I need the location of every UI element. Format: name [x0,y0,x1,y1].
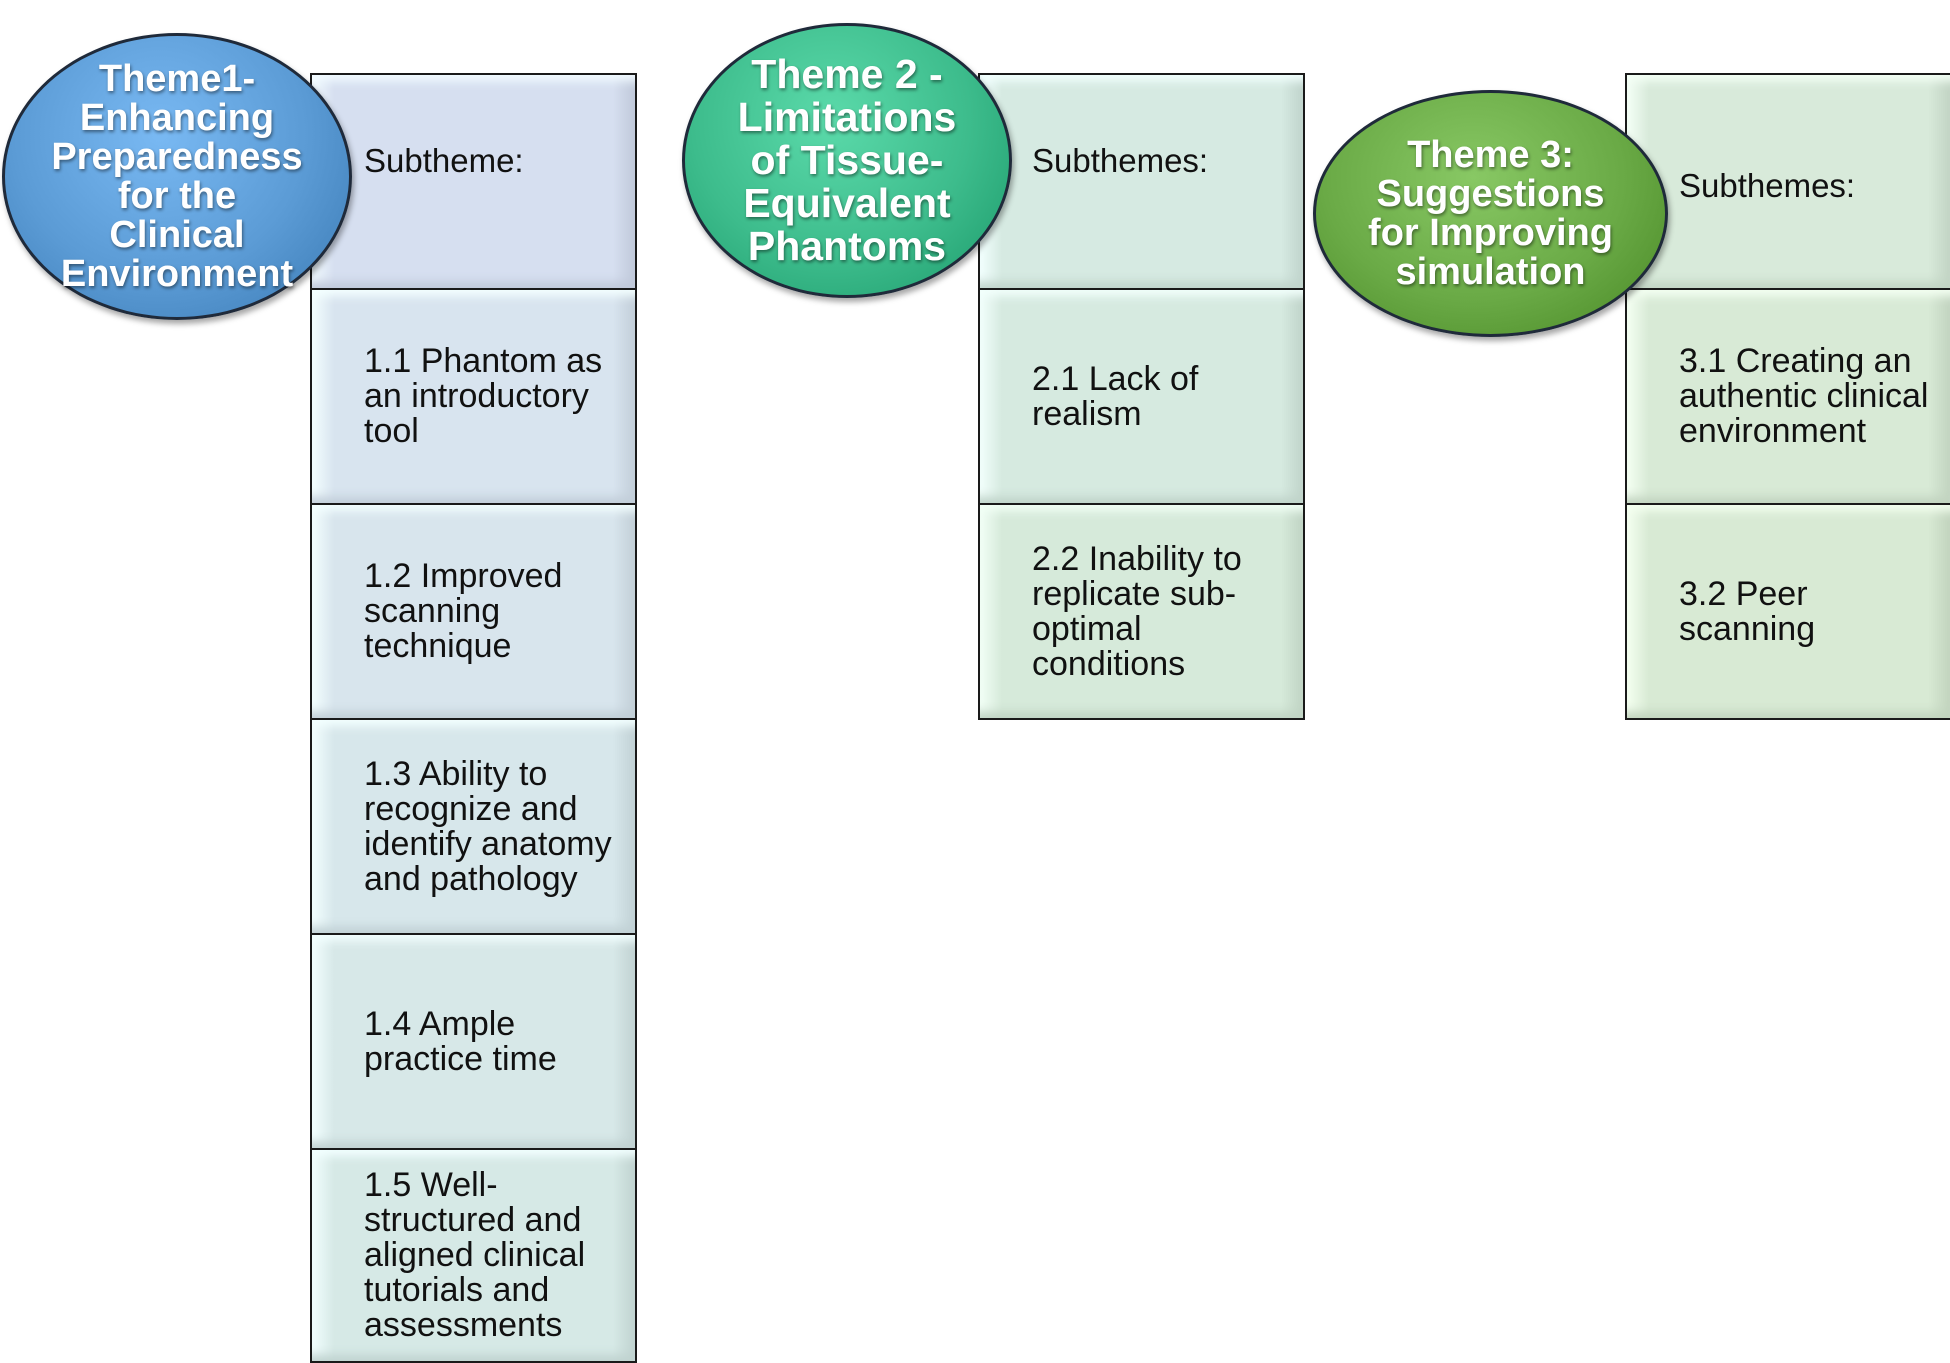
subtheme-3-2-line: 3.2 Peer [1679,574,1808,613]
theme-2-ellipse: Theme 2 - Limitations of Tissue- Equival… [682,23,1012,298]
subtheme-1-3-line: 1.3 Ability to [364,754,548,793]
subtheme-1-5-line: aligned clinical [364,1236,586,1274]
subtheme-2-2-line: 2.2 Inability to [1032,539,1242,578]
theme-1-title-line: Preparedness [51,135,303,178]
subtheme-2-2-line: optimal [1032,609,1142,648]
theme-1-title-line: Theme1- [98,57,256,100]
cell-bevel [312,720,635,933]
subtheme-1-3: 1.3 Ability to recognize and identify an… [310,718,637,935]
cell-bevel [980,75,1303,288]
theme-1-title-line: Enhancing [79,96,275,139]
theme-2-header-cell: Subthemes: [978,73,1305,290]
subtheme-3-1-line: authentic clinical [1679,377,1929,415]
cell-bevel [980,290,1303,503]
theme-2-header: Subthemes: [1032,142,1209,179]
subtheme-1-3-line: identify anatomy [364,824,612,863]
subtheme-1-4: 1.4 Ample practice time [310,933,637,1150]
subtheme-1-5-line: structured and [364,1201,582,1239]
cell-bevel [312,75,635,288]
subtheme-1-2-line: 1.2 Improved [364,557,563,595]
subtheme-1-1-line: tool [364,412,419,450]
theme-2-title-line: of Tissue- [750,137,944,183]
subtheme-3-2: 3.2 Peer scanning [1625,503,1950,720]
theme-1-title-line: Clinical [109,213,245,256]
subtheme-2-1: 2.1 Lack of realism [978,288,1305,505]
subtheme-1-1: 1.1 Phantom as an introductory tool [310,288,637,505]
theme-1-header: Subtheme: [364,142,524,179]
theme-3-title-line: for Improving [1368,211,1613,254]
subtheme-1-2: 1.2 Improved scanning technique [310,503,637,720]
subtheme-1-5-line: assessments [364,1306,563,1344]
theme-3-header: Subthemes: [1679,167,1856,204]
theme-3-header-cell: Subthemes: [1625,73,1950,290]
subtheme-1-2-line: technique [364,627,512,665]
subtheme-1-4-line: practice time [364,1039,557,1078]
theme-2-title-line: Theme 2 - [751,51,943,97]
subtheme-2-1-line: 2.1 Lack of [1032,359,1199,398]
theme-2-title-line: Phantoms [747,223,947,269]
subtheme-2-2-line: conditions [1032,644,1186,683]
theme-1-title-line: Environment [60,252,294,295]
subtheme-1-5-line: tutorials and [364,1271,550,1309]
cell-bevel [312,290,635,503]
subtheme-1-3-line: and pathology [364,859,578,898]
subtheme-3-1: 3.1 Creating an authentic clinical envir… [1625,288,1950,505]
theme-2-title-line: Limitations [737,94,957,140]
subtheme-1-5: 1.5 Well- structured and aligned clinica… [310,1148,637,1363]
subtheme-3-1-line: environment [1679,412,1867,450]
cell-bevel [1627,290,1950,503]
cell-bevel [312,505,635,718]
theme-1-header-cell: Subtheme: [310,73,637,290]
subtheme-2-2-line: replicate sub- [1032,574,1237,613]
theme-3-title-line: Suggestions [1376,172,1605,215]
subtheme-1-1-line: an introductory [364,377,589,415]
subtheme-2-2: 2.2 Inability to replicate sub- optimal … [978,503,1305,720]
cell-bevel [312,1150,635,1361]
theme-3-title-line: simulation [1395,250,1586,293]
subtheme-1-1-line: 1.1 Phantom as [364,342,603,380]
subtheme-1-4-line: 1.4 Ample [364,1004,516,1043]
subtheme-3-1-line: 3.1 Creating an [1679,342,1912,380]
cell-bevel [1627,505,1950,718]
theme-1-title-line: for the [117,174,237,217]
theme-3-title-line: Theme 3: [1407,133,1574,176]
subtheme-1-5-line: 1.5 Well- [364,1166,498,1204]
theme-3-ellipse: Theme 3: Suggestions for Improving simul… [1313,90,1668,337]
cell-bevel [1627,75,1950,288]
subtheme-1-2-line: scanning [364,592,501,630]
cell-bevel [312,935,635,1148]
theme-1-ellipse: Theme1- Enhancing Preparedness for the C… [2,33,352,320]
cell-bevel [980,505,1303,718]
subtheme-3-2-line: scanning [1679,609,1816,648]
subtheme-1-3-line: recognize and [364,789,578,828]
theme-2-title-line: Equivalent [743,180,951,226]
subtheme-2-1-line: realism [1032,394,1142,433]
